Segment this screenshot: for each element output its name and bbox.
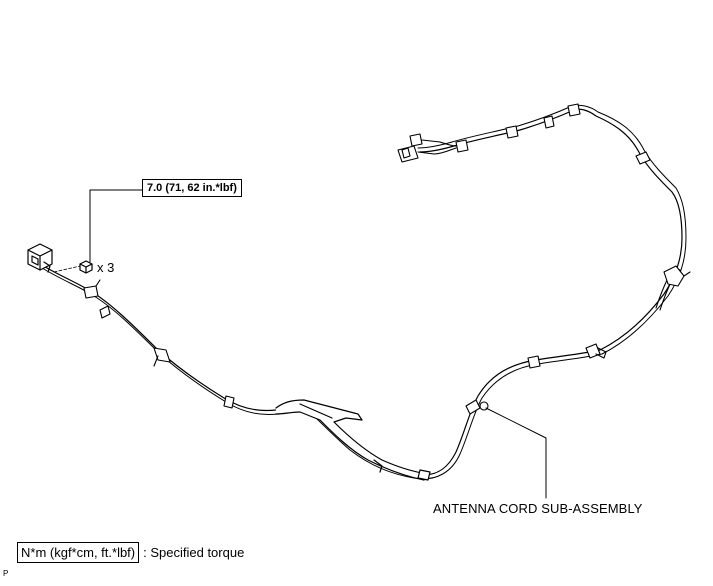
legend-description: : Specified torque	[143, 545, 245, 560]
torque-legend: N*m (kgf*cm, ft.*lbf) : Specified torque	[17, 542, 244, 563]
bolt-axis-line	[53, 265, 81, 273]
part-leader-line	[485, 407, 547, 499]
cable-clamp-12	[455, 139, 469, 153]
page-code: P	[3, 569, 9, 578]
torque-leader-line	[89, 189, 143, 263]
cable-protector	[275, 399, 431, 481]
legend-unit-box: N*m (kgf*cm, ft.*lbf)	[17, 542, 140, 563]
cable-clamp-10	[543, 115, 555, 129]
part-name-label: ANTENNA CORD SUB-ASSEMBLY	[433, 501, 643, 516]
cable-clamp-9	[567, 103, 581, 117]
cable-branch-loop	[655, 265, 691, 311]
cable-clamp-3	[153, 347, 171, 367]
cable-clamp-6	[527, 355, 541, 369]
bolt-icon	[79, 260, 93, 274]
torque-spec-box: 7.0 (71, 62 in.*lbf)	[142, 179, 242, 197]
cable-clamp-1	[83, 279, 101, 299]
cable-clamp-4	[223, 395, 235, 409]
cable-clamp-7	[585, 343, 607, 359]
top-end-connector-2	[397, 145, 457, 163]
antenna-cord-cable-inner	[41, 104, 687, 480]
cable-clamp-11	[505, 125, 519, 139]
bolt-quantity: x 3	[97, 260, 115, 275]
cable-clamp-8	[635, 151, 651, 165]
cable-clamp-5	[465, 399, 489, 415]
left-end-connector	[27, 243, 53, 273]
cable-clamp-2	[99, 305, 111, 319]
top-end-connector-1	[409, 133, 457, 147]
